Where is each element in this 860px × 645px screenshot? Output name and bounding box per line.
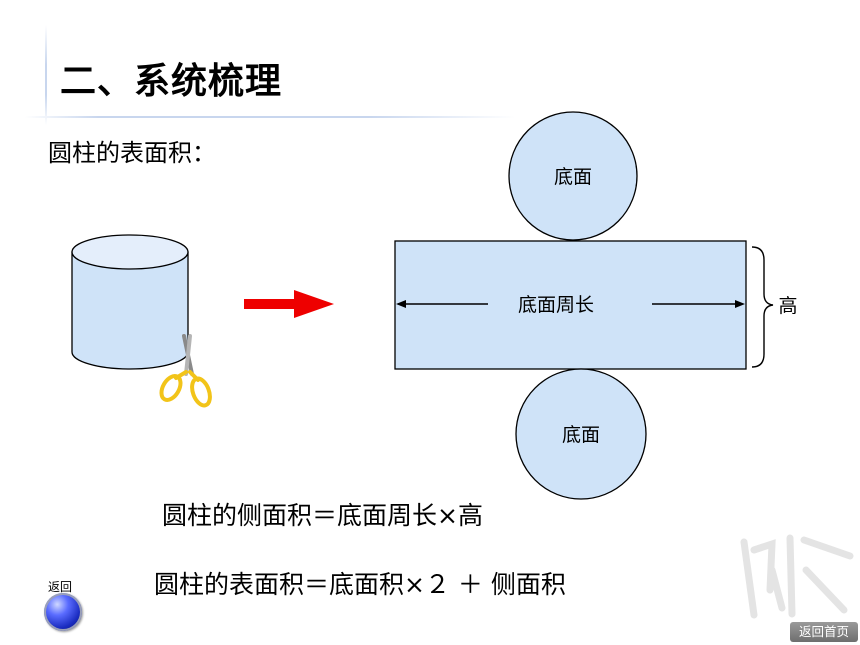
height-brace	[751, 246, 774, 368]
scissors-icon	[159, 334, 212, 408]
lateral-rectangle	[394, 240, 747, 370]
slide-title: 二、系统梳理	[60, 61, 283, 102]
height-label: 高	[778, 295, 797, 317]
back-circle-icon[interactable]	[44, 593, 82, 631]
top-circle-label: 底面	[554, 166, 592, 188]
width-arrow-right	[652, 300, 745, 308]
bottom-circle-label: 底面	[562, 424, 600, 446]
top-base-circle	[508, 111, 638, 241]
rectangle-width-label: 底面周长	[518, 294, 594, 316]
watermark-decor	[740, 534, 854, 619]
section-subtitle: 圆柱的表面积：	[48, 139, 216, 167]
surface-area-formula: 圆柱的表面积＝底面积×２ ＋ 侧面积	[154, 570, 566, 599]
bottom-base-circle	[515, 368, 647, 500]
title-decor-horizontal-line	[25, 116, 515, 118]
width-arrow-left	[396, 300, 488, 308]
right-arrow-icon	[244, 290, 334, 318]
back-label: 返回	[48, 580, 73, 594]
lateral-area-formula: 圆柱的侧面积＝底面周长×高	[162, 501, 483, 530]
cylinder-icon	[71, 234, 189, 370]
home-button[interactable]: 返回首页	[790, 622, 858, 642]
title-decor-vertical-line	[45, 25, 47, 125]
